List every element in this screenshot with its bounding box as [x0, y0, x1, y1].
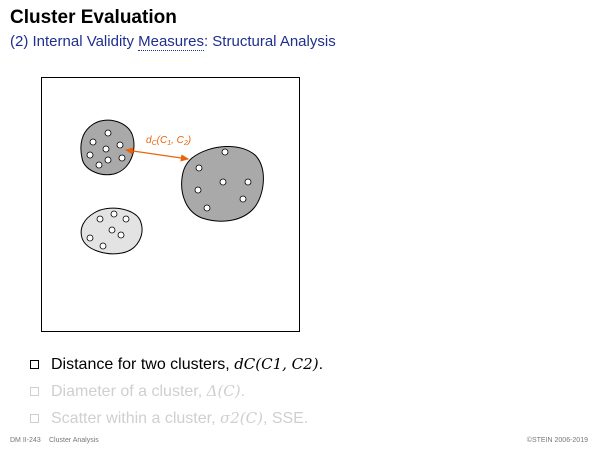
bullet-box-icon: [30, 360, 39, 369]
cluster-c3-points: [86, 210, 130, 250]
bullet-list: Distance for two clusters, dC(C1, C2). D…: [30, 355, 323, 436]
distance-arrow: [124, 147, 190, 162]
slide-subtitle: (2) Internal Validity Measures: Structur…: [10, 33, 336, 51]
bullet-math: dC(C1, C2): [234, 355, 319, 373]
bullet-suffix: , SSE.: [262, 410, 309, 427]
cluster-c1-points: [86, 129, 126, 169]
bullet-math: Δ(C): [206, 382, 241, 400]
bullet-text: Scatter within a cluster,: [51, 410, 216, 427]
bullet-suffix: .: [318, 356, 324, 373]
subtitle-prefix: (2) Internal Validity: [10, 33, 139, 50]
bullet-math: σ2(C): [219, 409, 263, 427]
footer-copyright: ©STEIN 2006-2019: [526, 437, 588, 444]
bullet-item-scatter: Scatter within a cluster, σ2(C), SSE.: [30, 409, 323, 436]
cluster-c2-points: [194, 148, 252, 212]
bullet-text: Diameter of a cluster,: [51, 383, 203, 400]
bullet-box-icon: [30, 414, 39, 423]
distance-label: dC(C1, C2): [146, 135, 191, 147]
subtitle-suffix: : Structural Analysis: [203, 33, 336, 50]
bullet-box-icon: [30, 387, 39, 396]
subtitle-link[interactable]: Measures: [138, 33, 204, 51]
bullet-item-diameter: Diameter of a cluster, Δ(C).: [30, 382, 323, 409]
bullet-text: Distance for two clusters,: [51, 356, 230, 373]
cluster-figure: dC(C1, C2): [41, 77, 300, 332]
bullet-item-distance: Distance for two clusters, dC(C1, C2).: [30, 355, 323, 382]
cluster-diagram: dC(C1, C2): [80, 119, 264, 255]
slide-title: Cluster Evaluation: [10, 7, 177, 28]
bullet-suffix: .: [240, 383, 246, 400]
footer-section: Cluster Analysis: [49, 437, 99, 444]
footer-page-number: DM II-243: [10, 437, 41, 444]
